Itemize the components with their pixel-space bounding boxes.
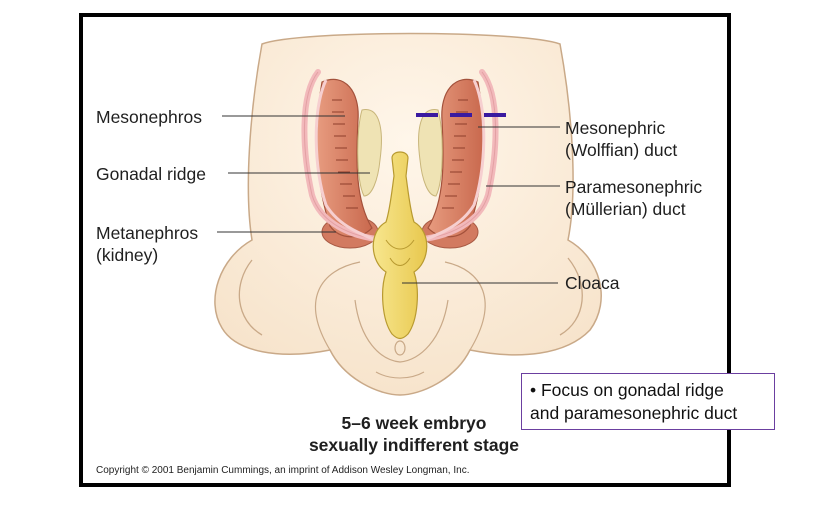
cloaca-structure [372,151,428,340]
label-metanephros: Metanephros [96,223,199,243]
mesonephric-duct-left [314,79,393,248]
label-wolffian-duct: (Wolffian) duct [565,140,678,160]
caption-subtitle: sexually indifferent stage [308,435,520,455]
label-mesonephric: Mesonephric [565,118,666,138]
note-box: • Focus on gonadal ridge and paramesonep… [521,373,775,430]
label-mullerian-duct: (Müllerian) duct [565,199,686,219]
label-gonadal-ridge: Gonadal ridge [96,164,206,184]
gonad-right [418,109,443,197]
caption-title: 5–6 week embryo [341,413,487,433]
label-cloaca: Cloaca [565,273,620,293]
note-line-2: and paramesonephric duct [530,403,738,423]
label-paramesonephric: Paramesonephric [565,177,703,197]
mesonephric-duct-right [407,79,486,248]
gonad-left [357,109,382,197]
label-metanephros-kidney: (kidney) [96,245,159,265]
copyright-text: Copyright © 2001 Benjamin Cummings, an i… [96,465,470,476]
note-line-1: • Focus on gonadal ridge [530,380,724,400]
label-mesonephros: Mesonephros [96,107,203,127]
